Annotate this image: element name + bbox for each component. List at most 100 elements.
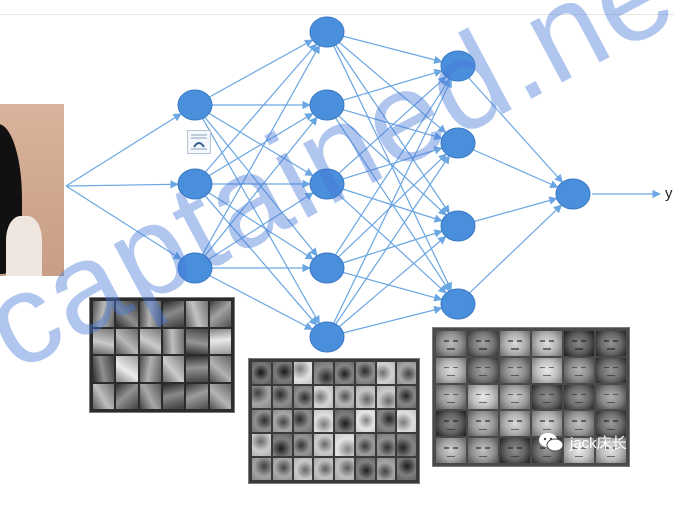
network-edge [342,68,443,101]
edge-feature-tile [139,301,161,327]
edge-feature-tile [209,383,231,409]
part-feature-tile [252,362,271,384]
face-tile-mouth [543,428,551,430]
face-tile-eye [572,420,577,423]
face-tile-mouth [607,401,615,404]
face-tile-eye [581,420,586,423]
network-edge [335,44,450,214]
face-tile-eye [485,393,490,396]
part-feature-tile [355,362,375,384]
face-tile-mouth [575,348,583,350]
part-features-panel [248,358,420,484]
brand-badge: jack床长 [538,428,627,456]
network-edge [468,77,564,183]
face-tile-eye [613,420,618,423]
photo-shoulder [6,216,42,276]
face-tile-eye [444,366,449,369]
part-feature-tile [397,458,416,480]
part-feature-tile [397,410,416,432]
network-edges [65,35,661,334]
face-tile-eye [517,366,522,369]
face-feature-tile [596,357,626,383]
edge-feature-tile [186,356,208,382]
network-edge [338,115,447,216]
part-feature-tile [314,362,333,384]
face-tile-eye [485,447,490,449]
face-tile-mouth [607,428,615,430]
face-tile-eye [549,339,554,342]
edge-feature-tile [93,356,115,382]
face-tile-mouth [447,348,455,350]
face-feature-tile [436,331,466,356]
face-tile-eye [572,393,577,396]
network-edge [334,78,451,256]
face-feature-tile [436,438,466,463]
face-tile-eye [453,447,458,449]
face-tile-eye [613,366,618,369]
face-features-panel [432,327,630,467]
face-tile-eye [508,420,513,423]
face-feature-tile [468,331,498,356]
network-edge [209,39,314,98]
network-node-layer2-1 [309,16,345,48]
edge-feature-tile [163,328,185,354]
face-tile-eye [572,447,577,449]
face-feature-tile [564,411,594,437]
face-feature-tile [500,438,530,463]
face-tile-mouth [447,401,455,404]
face-tile-eye [476,420,481,423]
face-tile-eye [476,447,481,449]
part-feature-tile [355,434,375,456]
network-edge [342,229,443,264]
face-tile-eye [508,393,513,396]
face-tile-mouth [543,455,551,457]
edge-features-panel [89,297,235,413]
face-tile-mouth [479,428,487,430]
network-node-layer3-4 [440,288,476,320]
face-tile-mouth [543,375,551,377]
network-node-layer1-3 [177,252,213,284]
face-tile-mouth [511,375,519,377]
face-tile-eye [549,393,554,396]
network-edge [472,149,559,189]
network-edge [343,35,443,64]
network-edge [209,275,314,330]
part-feature-tile [355,410,375,432]
part-feature-tile [252,386,271,408]
network-edge [204,43,318,173]
face-tile-mouth [607,348,615,350]
face-tile-eye [485,339,490,342]
network-edge [338,194,447,294]
network-node-layer2-2 [309,89,345,121]
face-tile-mouth [511,348,519,350]
part-feature-tile [314,458,333,480]
edge-feature-tile [116,301,138,327]
face-tile-mouth [511,455,519,457]
network-nodes [177,16,591,353]
face-feature-tile [436,384,466,410]
input-edge [65,180,179,189]
face-feature-tile [468,357,498,383]
face-tile-eye [517,393,522,396]
network-edge [338,153,448,258]
network-node-layer4-1 [555,178,591,210]
part-feature-tile [293,410,313,432]
wechat-icon [539,433,564,452]
network-node-layer3-1 [440,50,476,82]
face-tile-eye [508,447,513,449]
network-edge [343,271,443,302]
edge-feature-tile [186,328,208,354]
part-feature-tile [335,458,354,480]
face-tile-mouth [607,455,615,457]
part-feature-tile [376,434,396,456]
face-tile-eye [613,393,618,396]
face-tile-eye [604,339,609,342]
face-tile-mouth [511,428,519,430]
brand-text: jack床长 [570,434,627,452]
part-feature-tile [335,362,354,384]
part-feature-tile [293,458,313,480]
input-face-photo [0,104,64,276]
edge-feature-tile [116,356,138,382]
network-edge [338,76,447,174]
edge-feature-tile [209,356,231,382]
